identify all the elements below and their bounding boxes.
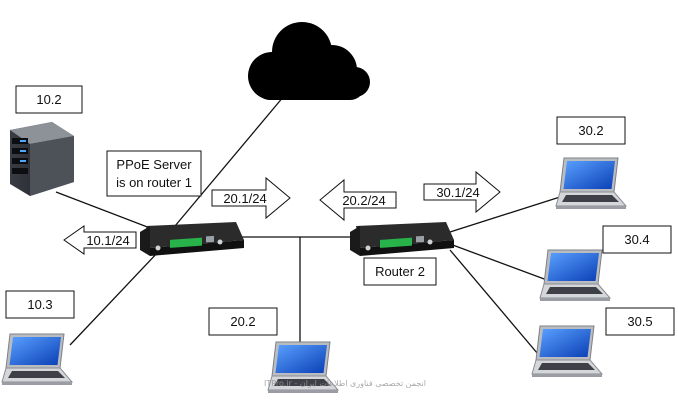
label-box-router-1-note [106, 150, 202, 197]
laptop-30-2-label: 30.2 [578, 123, 603, 138]
label-box-laptop-30-2 [556, 116, 626, 145]
link-server-router1 [55, 191, 151, 229]
label-box-router-2 [363, 257, 437, 286]
server-icon [10, 122, 74, 196]
label-box-server [15, 85, 83, 114]
laptop-10-3-label: 10.3 [27, 297, 52, 312]
laptop-30-2-icon [555, 157, 627, 210]
arrow-20-2-label: 20.2/24 [342, 193, 385, 208]
arrow-left-10-1 [63, 225, 137, 255]
server-label: 10.2 [36, 92, 61, 107]
link-router2-laptop-30-5 [449, 249, 544, 361]
link-router2-laptop-30-4 [449, 243, 556, 284]
laptop-30-4-label: 30.4 [624, 232, 649, 247]
router-1-icon [140, 222, 244, 256]
label-box-laptop-10-3 [5, 290, 75, 319]
laptop-20-2-label: 20.2 [230, 314, 255, 329]
internet-cloud-icon [248, 22, 370, 100]
arrow-30-1-label: 30.1/24 [436, 185, 479, 200]
link-cloud-router1 [174, 95, 285, 227]
connection-lines [55, 95, 561, 361]
laptop-30-5-label: 30.5 [627, 314, 652, 329]
router-2-icon [350, 222, 454, 256]
router-2-label: Router 2 [375, 264, 425, 279]
label-box-laptop-30-5 [605, 307, 675, 336]
laptop-30-4-icon [539, 249, 611, 302]
router-1-note-line-2: is on router 1 [116, 175, 192, 190]
laptop-30-5-icon [531, 325, 603, 378]
router-1-note-line-1: PPoE Server [116, 157, 192, 172]
link-laptop-left-router1 [69, 249, 161, 346]
label-box-laptop-30-4 [602, 225, 672, 254]
arrow-right-30-1 [423, 170, 501, 214]
laptop-10-3-icon [1, 333, 73, 386]
arrow-10-1-label: 10.1/24 [86, 233, 129, 248]
arrow-right-20-1 [211, 176, 291, 220]
label-box-laptop-20-2 [208, 307, 278, 336]
arrow-20-1-label: 20.1/24 [223, 191, 266, 206]
watermark-text: ITPro.ir - انجمن تخصصی فناوری اطلاعات ای… [264, 379, 426, 388]
arrow-left-20-2 [319, 178, 397, 222]
link-router2-laptop-30-2 [449, 196, 561, 233]
